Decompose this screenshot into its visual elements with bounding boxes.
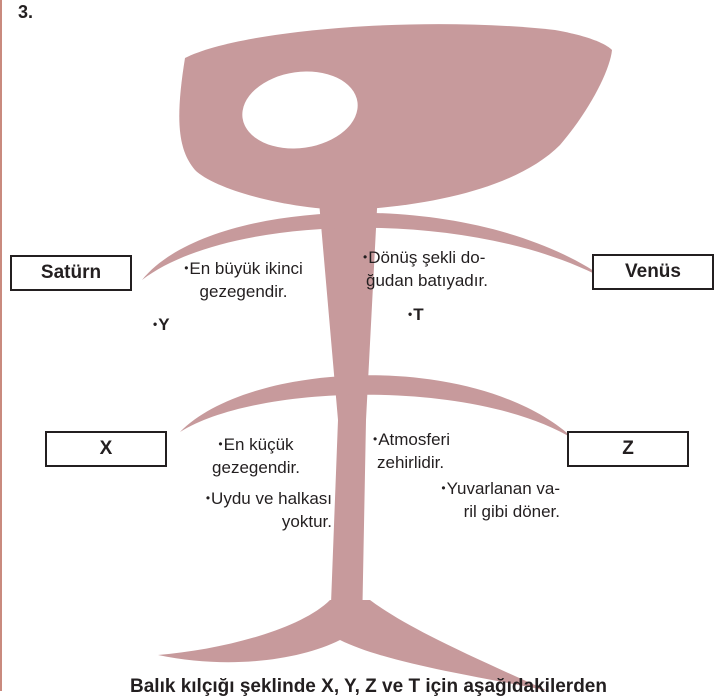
venus-label: Venüs: [625, 261, 681, 283]
saturn-label: Satürn: [41, 262, 101, 284]
label-box-z: Z: [567, 431, 689, 467]
label-box-saturn: Satürn: [10, 255, 132, 291]
z-fact-1: •Atmosferi zehirlidir.: [373, 429, 450, 474]
venus-fact: •Dönüş şekli do- ğudan batıyadır.: [363, 247, 488, 292]
y-marker: •Y: [153, 314, 170, 337]
x-fact-2: •Uydu ve halkası yoktur.: [164, 488, 332, 533]
x-fact-1: •En küçük gezegendir.: [200, 434, 312, 479]
question-prompt: Balık kılçığı şeklinde X, Y, Z ve T için…: [130, 676, 607, 698]
z-label: Z: [622, 438, 634, 460]
x-label: X: [100, 438, 113, 460]
label-box-x: X: [45, 431, 167, 467]
label-box-venus: Venüs: [592, 254, 714, 290]
t-marker: •T: [408, 304, 424, 327]
saturn-fact: •En büyük ikinci gezegendir.: [176, 258, 311, 303]
question-number: 3.: [18, 2, 33, 23]
z-fact-2: •Yuvarlanan va- ril gibi döner.: [398, 478, 560, 523]
